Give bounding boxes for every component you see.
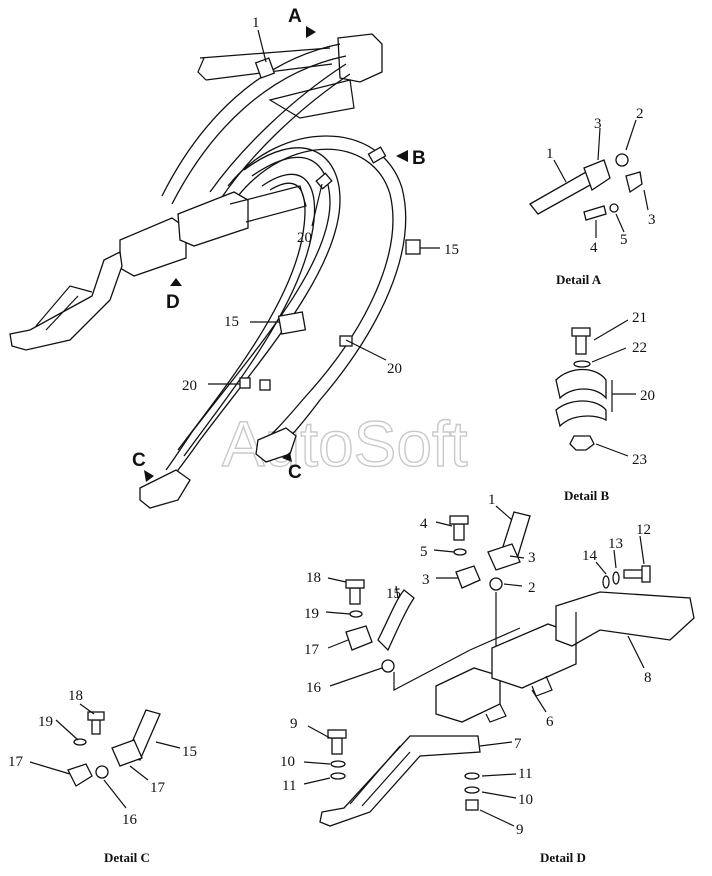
detail-b-caption: Detail B (564, 488, 609, 503)
detail-d-hose-15 (377, 589, 415, 652)
detail-b-bolt (575, 333, 587, 355)
detail-d-callout-15: 15 (386, 586, 401, 602)
detail-d-callout-11-left: 11 (282, 778, 296, 794)
detail-d-bracket-right (555, 591, 695, 647)
upper-valve-block (337, 33, 383, 83)
hose-u-outer (227, 135, 407, 455)
detail-d-callout-8: 8 (644, 670, 652, 686)
detail-c-callout-15: 15 (182, 744, 197, 760)
lower-fitting-left (139, 469, 191, 509)
hose-upper-1 (161, 43, 341, 197)
hose-upper-2 (209, 63, 347, 193)
detail-d-callout-3-top: 3 (528, 550, 536, 566)
detail-c-callout-19: 19 (38, 714, 53, 730)
detail-b-callout-22: 22 (632, 340, 647, 356)
detail-c-callout-18: 18 (68, 688, 83, 704)
view-marker-b: B (412, 148, 426, 169)
detail-c-flange (67, 763, 93, 787)
main-callouts: 1 A B D C C 15 15 20 20 20 (132, 6, 459, 483)
detail-d-caption: Detail D (540, 850, 586, 865)
detail-b-callout-21: 21 (632, 310, 647, 326)
detail-a-o-ring (615, 153, 629, 167)
detail-d-callout-18: 18 (306, 570, 321, 586)
detail-d-callout-14: 14 (582, 548, 598, 564)
callout-15-right: 15 (444, 242, 459, 258)
detail-a-callout-3-right: 3 (648, 212, 656, 228)
detail-a-callout-4: 4 (590, 240, 598, 256)
detail-d-callout-10-right: 10 (518, 792, 533, 808)
detail-b-nut (569, 435, 595, 451)
detail-a: 3 1 2 3 4 5 Detail A (529, 106, 656, 287)
callout-20-top: 20 (297, 230, 312, 246)
view-marker-c-right: C (288, 462, 302, 483)
detail-d-bracket-lower (319, 735, 481, 827)
detail-d-valve-block-front (435, 667, 501, 723)
detail-d-callout-5: 5 (420, 544, 428, 560)
detail-d-callout-1: 1 (488, 492, 496, 508)
detail-d-callout-13: 13 (608, 536, 623, 552)
detail-d-callout-16: 16 (306, 680, 322, 696)
detail-d-callout-6: 6 (546, 714, 554, 730)
hose-u-inner (183, 173, 316, 457)
view-marker-a: A (288, 6, 302, 27)
detail-d-callout-9-left: 9 (290, 716, 298, 732)
detail-d-callout-9-right: 9 (516, 822, 524, 838)
detail-c-callout-16: 16 (122, 812, 138, 828)
detail-c-caption: Detail C (104, 850, 150, 865)
detail-b-washer (573, 360, 591, 368)
callout-15-left: 15 (224, 314, 239, 330)
detail-d: 1 3 4 5 3 2 18 19 17 15 16 14 13 12 8 6 … (280, 492, 695, 865)
valve-block-middle (177, 191, 249, 247)
detail-c: 18 19 17 15 17 16 Detail C (8, 688, 197, 865)
valve-block-left (119, 217, 187, 277)
detail-a-caption: Detail A (556, 272, 602, 287)
detail-a-flange (583, 159, 611, 191)
detail-a-callout-3-top: 3 (594, 116, 602, 132)
detail-d-callout-12: 12 (636, 522, 651, 538)
main-assembly (9, 33, 421, 509)
detail-d-callout-17: 17 (304, 642, 320, 658)
detail-d-callout-19: 19 (304, 606, 319, 622)
detail-d-callout-2: 2 (528, 580, 536, 596)
detail-b-callout-23: 23 (632, 452, 647, 468)
detail-d-valve-block-rear (491, 623, 577, 689)
view-marker-c-left: C (132, 450, 146, 471)
detail-c-bolt (91, 719, 101, 735)
detail-a-callout-1: 1 (546, 146, 554, 162)
detail-a-callout-2: 2 (636, 106, 644, 122)
detail-c-o-ring (95, 765, 109, 779)
detail-c-callout-17-left: 17 (8, 754, 24, 770)
detail-d-callout-10-left: 10 (280, 754, 295, 770)
view-marker-d: D (166, 292, 180, 313)
detail-b-clamp (555, 368, 607, 400)
detail-b-callout-20: 20 (640, 388, 655, 404)
hose-u-mid (171, 147, 341, 479)
detail-d-callout-3-left: 3 (422, 572, 430, 588)
detail-d-callout-4: 4 (420, 516, 428, 532)
support-bracket (9, 251, 123, 351)
detail-a-hose (529, 171, 593, 215)
detail-d-callout-7: 7 (514, 736, 522, 752)
detail-a-callout-5: 5 (620, 232, 628, 248)
detail-c-callout-17-right: 17 (150, 780, 166, 796)
callout-1: 1 (252, 15, 260, 31)
detail-d-callout-11-right: 11 (518, 766, 532, 782)
callout-20-right: 20 (387, 361, 402, 377)
detail-b: 21 22 20 23 Detail B (555, 310, 655, 503)
callout-20-left: 20 (182, 378, 197, 394)
